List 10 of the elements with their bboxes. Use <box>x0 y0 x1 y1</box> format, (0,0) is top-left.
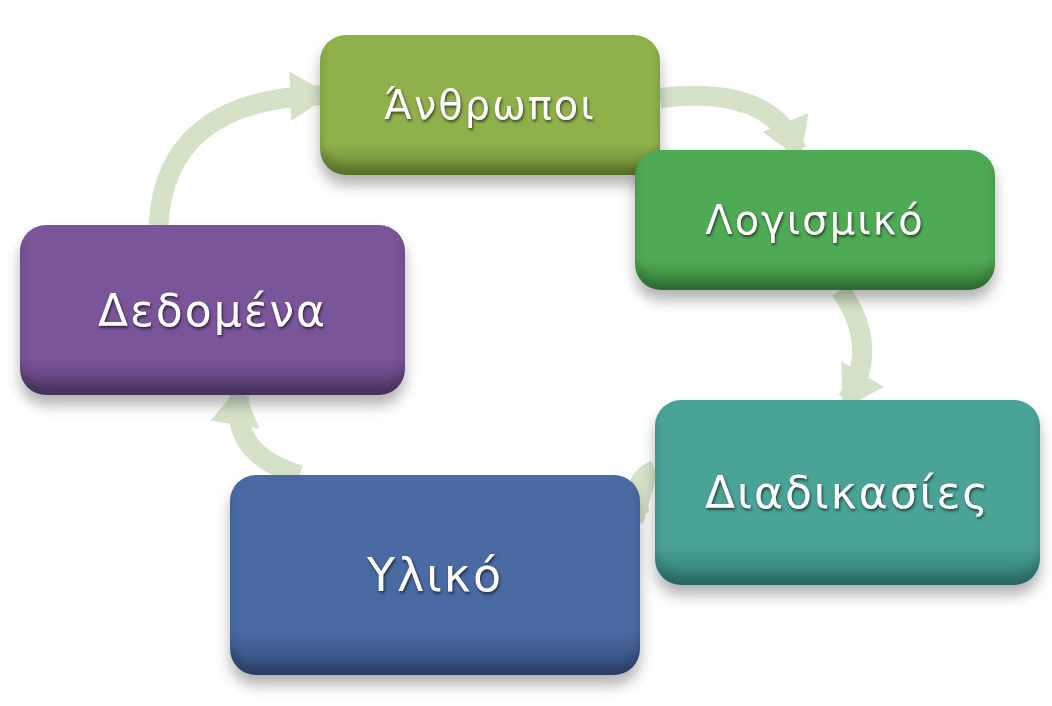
rounded-box <box>230 475 640 675</box>
box-label: Δεδομένα <box>97 284 328 336</box>
rounded-box <box>635 150 995 290</box>
box-label: Λογισμικό <box>705 197 925 243</box>
rounded-box <box>655 400 1040 585</box>
rounded-box <box>320 35 660 175</box>
box-label: Διαδικασίες <box>704 467 991 518</box>
rounded-box <box>20 225 405 395</box>
box-label: Άνθρωποι <box>384 82 596 128</box>
box-label: Υλικό <box>366 548 504 602</box>
